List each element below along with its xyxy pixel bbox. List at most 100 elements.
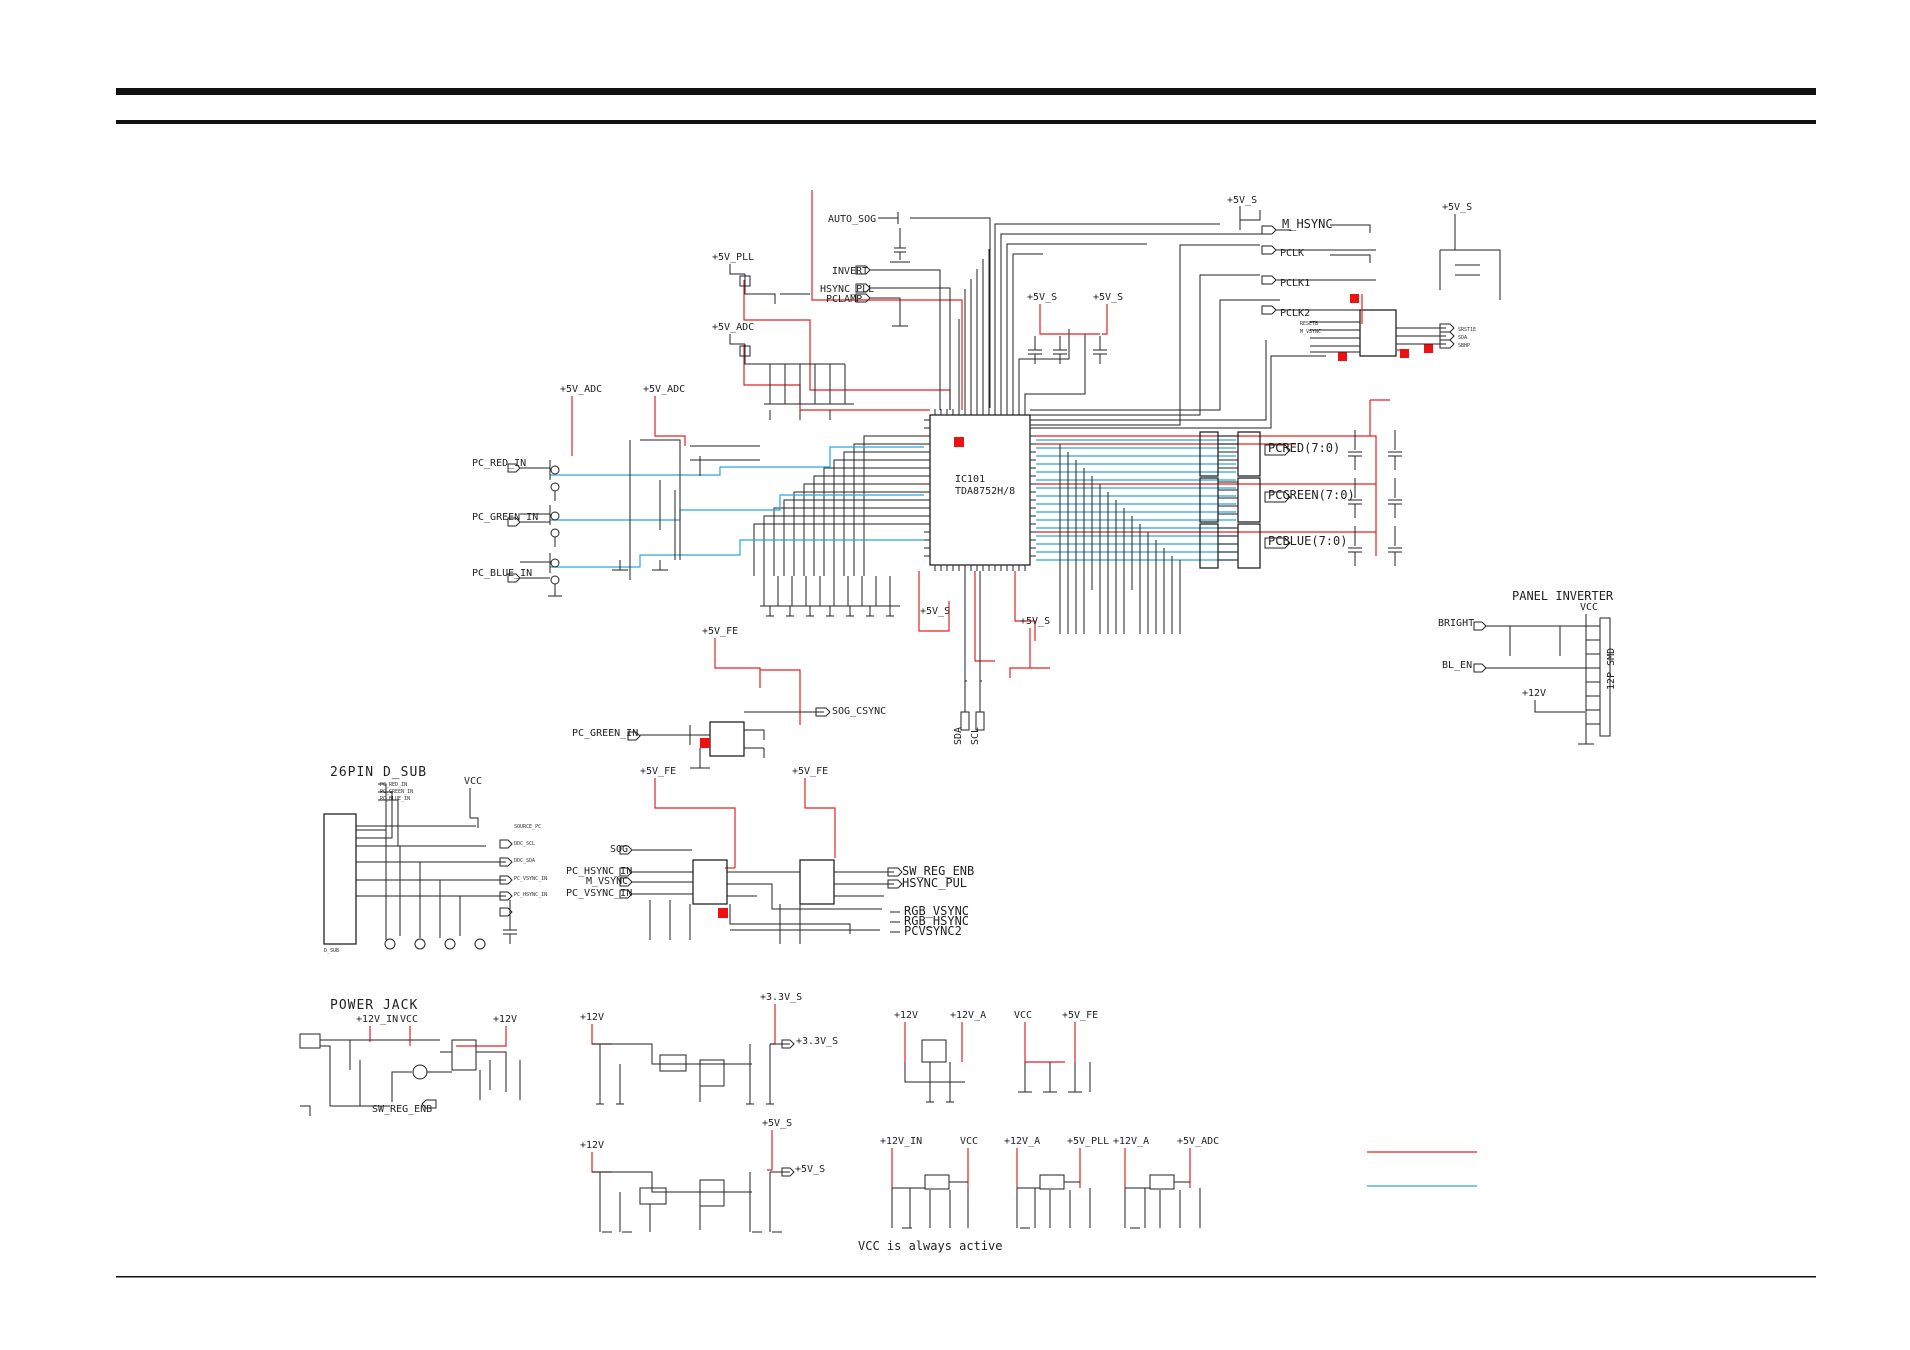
ic-bottom-caps [760,605,900,617]
label-5v-adc-a: +5V_ADC [560,384,602,395]
dsub-connector [323,813,357,945]
reset-buffer-ic [1359,309,1397,357]
blk7-5v-adc: +5V_ADC [1177,1136,1219,1147]
pll-supply [729,264,854,420]
red-markers-ic [954,294,1433,447]
label-pcblue: PCBLUE(7:0) [1268,534,1347,548]
reg1-red [591,1004,776,1045]
blk3-red [904,1022,963,1062]
right-supply-red [1361,294,1400,351]
label-5v-s-right: +5V_S [1442,202,1472,213]
label-5v-fe-c: +5V_FE [792,766,828,777]
panel-inverter-connector: 12P SMD [1606,648,1617,690]
label-pclk2: PCLK2 [1280,308,1310,319]
blk3-net [904,1039,965,1103]
rgb-input-supply [571,396,686,456]
blk3-12v: +12V [894,1010,918,1021]
blk7-net [1124,1174,1201,1228]
dsub-out-pc-vsync: PC_VSYNC_IN [514,876,547,882]
ground-symbols [602,1227,1140,1233]
label-srst-a: SRST1E [1458,327,1476,333]
top-rule-thin [116,120,1816,124]
label-m-vsync-r: M_VSYNC [1300,329,1321,335]
panel-inverter-bl-en: BL_EN [1442,660,1472,671]
blk4-5v-fe: +5V_FE [1062,1010,1098,1021]
rgb-input-ports [507,463,550,583]
label-5v-adc-b: +5V_ADC [643,384,685,395]
dsub-out-pc-hsync: PC_HSYNC_IN [514,892,547,898]
sog-csync-supply [714,638,801,725]
sda-scl-net [960,571,985,731]
ic-top-bus [958,223,1326,429]
fanout-resistors-bottom [1059,620,1181,634]
blk4-vcc: VCC [1014,1010,1032,1021]
label-sog-csync: SOG_CSYNC [832,706,886,717]
label-resetb: RESETB [1300,321,1318,327]
dsub-title: 26PIN D_SUB [330,765,427,780]
sog-csync-net [640,707,831,769]
label-scl: SCL [970,727,981,745]
dsub-out-ddc-scl: DDC_SCL [514,841,535,847]
blk3-12v-a: +12V_A [950,1010,986,1021]
output-decoupling [1348,430,1402,566]
sync-switch-net [632,849,903,944]
reg1-in: +12V [580,1012,604,1023]
dsub-pin-green: PC_GREEN_IN [380,789,413,795]
dsub-out-ddc-sda: DDC_SDA [514,858,535,864]
bottom-5v-s-red [1009,628,1050,678]
label-5v-s-b: +5V_S [1093,292,1123,303]
rgb-input-network [520,439,760,597]
label-pclamp: PCLAMP [826,294,862,305]
reg2-net [592,1167,795,1232]
auto-sog-net [878,212,991,408]
power-sw-reg-enb: SW_REG_ENB [372,1104,432,1115]
panel-inverter-net [1473,614,1611,745]
label-pc-green-in2: PC_GREEN_IN [572,728,638,739]
label-sda: SDA [953,727,964,745]
reg1-net [592,1039,795,1105]
cyan-data-bus [1036,439,1236,561]
reg2-out: +5V_S [762,1118,792,1129]
reset-buffer-wires [1310,321,1455,353]
cyan-rgb-inputs [550,446,924,568]
dsub-vcc: VCC [464,776,482,787]
reg2-in: +12V [580,1140,604,1151]
sync-mux-ic-b [799,859,835,905]
label-pclk: PCLK [1280,248,1304,259]
label-pclk1: PCLK1 [1280,278,1310,289]
label-pc-green-in: PC_GREEN_IN [472,512,538,523]
label-5v-s-bottom-b: +5V_S [1020,616,1050,627]
marker-sync [718,908,728,918]
reg1-out2: +3.3V_S [796,1036,838,1047]
label-pc-hsync-in: PC_HSYNC_IN [566,866,632,877]
power-note: VCC is always active [858,1239,1003,1253]
label-srst-c: SBHP [1458,343,1470,349]
label-auto-sog: AUTO_SOG [828,214,876,225]
label-rgb-vsync: RGB_VSYNC [904,904,969,918]
label-pc-blue-in: PC_BLUE_IN [472,568,532,579]
label-pc-vsync-in: PC_VSYNC_IN [566,888,632,899]
right-top-supply [1330,214,1501,300]
fanout-bus [1059,444,1181,620]
blk6-net [1016,1174,1091,1228]
dsub-pin-red: PC_RED_IN [380,782,407,788]
label-pcgreen: PCGREEN(7:0) [1268,488,1355,502]
dsub-out-source-pc: SOURCE_PC [514,824,541,830]
clock-outputs [1239,206,1376,315]
output-ports [1264,444,1291,549]
reg2-out2: +5V_S [795,1164,825,1175]
marker-sog [700,738,710,748]
label-pcred: PCRED(7:0) [1268,441,1340,455]
label-5v-adc-top: +5V_ADC [712,322,754,333]
blk5-12v-in: +12V_IN [880,1136,922,1147]
blk6-12v-a: +12V_A [1004,1136,1040,1147]
label-m-vsync: M_VSYNC [586,876,628,887]
ic-left-bus [753,435,924,606]
label-5v-fe-a: +5V_FE [702,626,738,637]
ic101-part: TDA8752H/8 [955,486,1015,497]
power-jack-red [369,1026,507,1047]
label-sw-reg-enb: SW_REG_ENB [902,864,974,878]
label-srst-b: SDA [1458,335,1467,341]
dsub-network [356,783,517,950]
ic101-ref: IC101 [955,474,985,485]
